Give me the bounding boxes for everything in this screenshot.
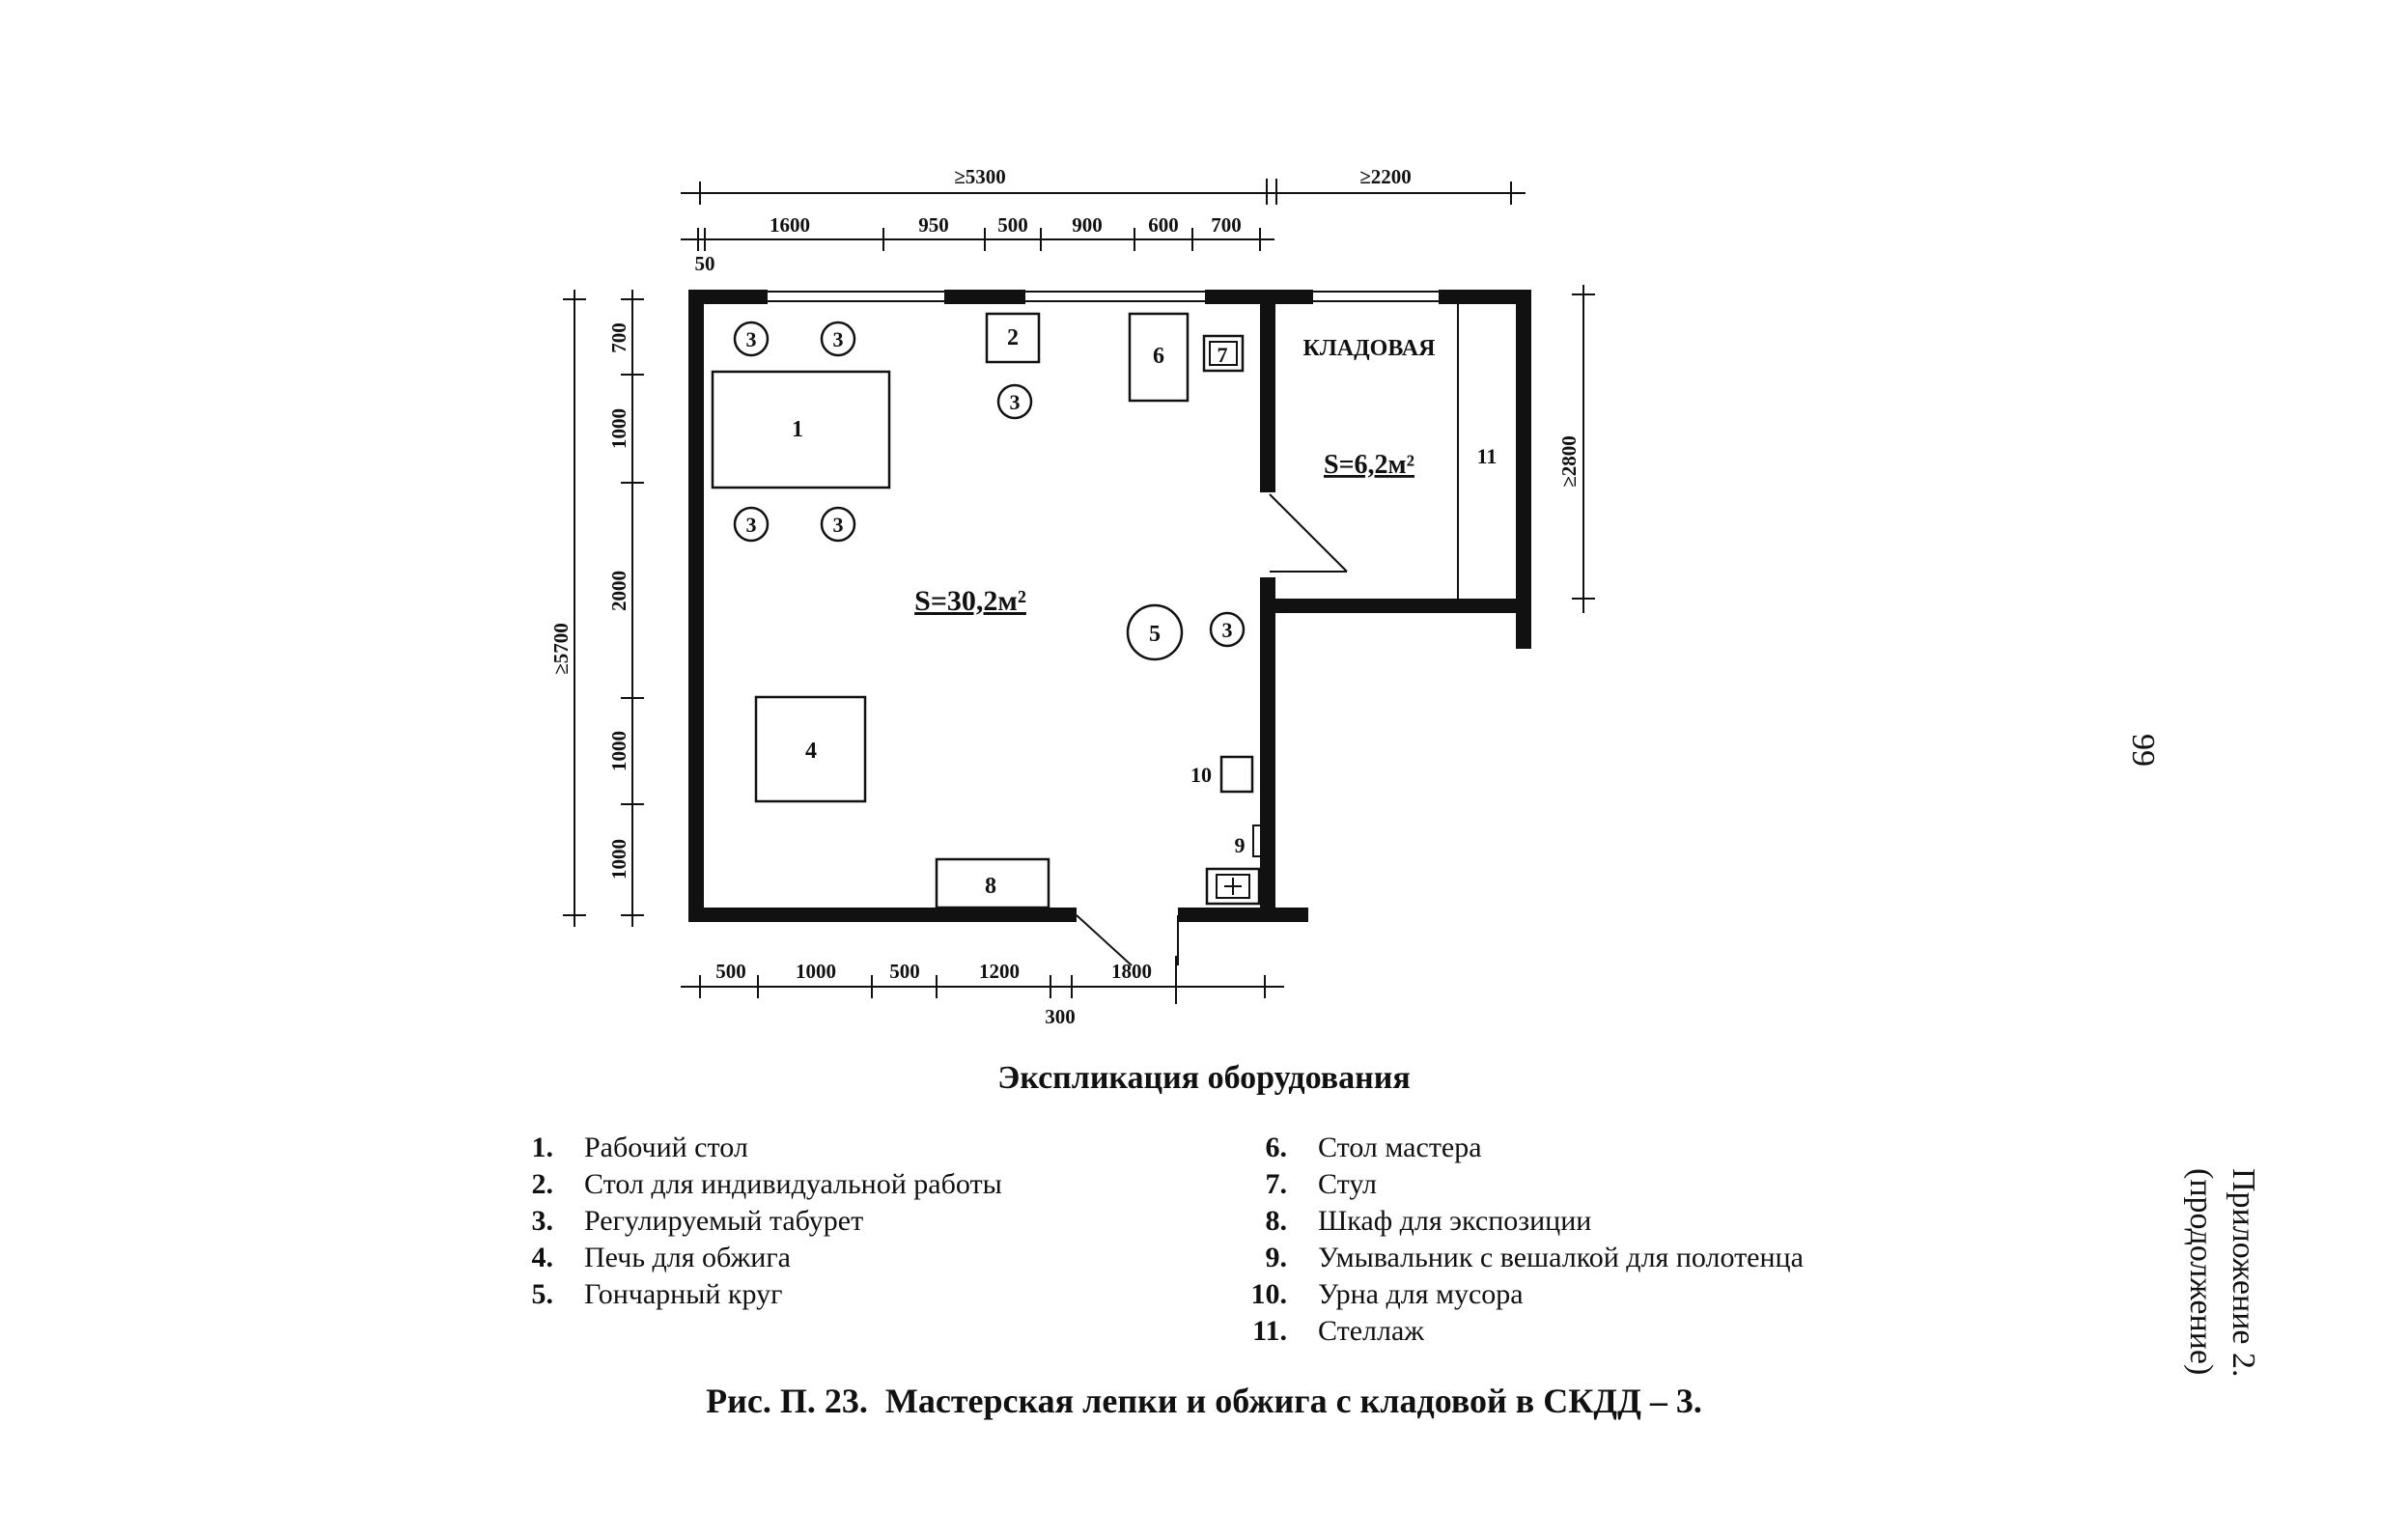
dim-right-storage: ≥2800	[1557, 435, 1581, 488]
svg-text:6: 6	[1153, 344, 1164, 369]
list-item: 8.Шкаф для экспозиции	[1265, 1205, 1592, 1237]
item-3-stool	[820, 321, 856, 357]
dim-bottom-seg-1: 500	[715, 960, 746, 983]
item-4-kiln	[754, 695, 867, 803]
svg-text:2: 2	[1007, 325, 1019, 350]
right-dimensions: ≥2800	[1557, 285, 1595, 613]
list-item: 3.Регулируемый табурет	[531, 1205, 864, 1237]
main-room-area-label: S=30,2м²	[914, 585, 1026, 617]
list-item: 5.Гончарный круг	[531, 1278, 783, 1310]
page-number: 99	[2125, 734, 2161, 767]
list-item: 11.Стеллаж	[1252, 1315, 1425, 1347]
item-11-shelving: 11	[1477, 444, 1498, 468]
item-3-stool	[820, 506, 856, 543]
svg-text:5: 5	[1149, 622, 1161, 647]
dim-top-seg-1: 1600	[770, 213, 810, 237]
item-3-stool	[733, 506, 770, 543]
figure-caption-text: Мастерская лепки и обжига с кладовой в С…	[884, 1382, 1702, 1420]
floor-plan: ≥5300 ≥2200 1600 950 500 900 600 700 50 …	[549, 165, 1595, 1028]
dim-left-seg-4: 1000	[607, 731, 630, 771]
list-item: 6.Стол мастера	[1265, 1132, 1482, 1163]
equipment: 1 2 3 3 3 3 3 3 4 5 6 7 8 9 10 11	[711, 312, 1498, 909]
list-item: 10.Урна для мусора	[1250, 1278, 1524, 1310]
appendix-label: Приложение 2. (продолжение)	[2183, 1168, 2261, 1378]
dim-left-seg-5: 1000	[607, 839, 630, 880]
list-item: 7.Стул	[1265, 1168, 1377, 1200]
svg-text:4: 4	[805, 739, 817, 764]
dim-bottom-seg-2: 1000	[796, 960, 836, 983]
svg-text:7: 7	[1218, 343, 1228, 367]
item-10-trash-bin	[1219, 755, 1254, 794]
item-2-individual-table	[985, 312, 1041, 364]
explication-list-left: 1.Рабочий стол 2.Стол для индивидуальной…	[492, 1130, 1002, 1313]
item-6-masters-table	[1128, 312, 1190, 403]
list-item: 2.Стол для индивидуальной работы	[531, 1168, 1002, 1200]
dim-top-seg-5: 600	[1148, 213, 1179, 237]
list-item: 1.Рабочий стол	[531, 1132, 748, 1163]
list-item: 9.Умывальник с вешалкой для полотенца	[1265, 1242, 1804, 1273]
item-5-potters-wheel	[1126, 603, 1184, 661]
top-dimensions: ≥5300 ≥2200 1600 950 500 900 600 700 50	[681, 165, 1526, 275]
svg-text:1: 1	[792, 417, 803, 442]
dim-bottom-offset: 300	[1045, 1005, 1076, 1028]
svg-text:10: 10	[1190, 763, 1212, 787]
figure-caption: Рис. П. 23. Мастерская лепки и обжига с к…	[0, 1381, 2408, 1421]
dim-top-total: ≥5300	[954, 165, 1006, 188]
dim-left-total: ≥5700	[549, 623, 573, 675]
svg-text:3: 3	[833, 513, 844, 537]
svg-text:9: 9	[1235, 833, 1246, 857]
dim-top-storage: ≥2200	[1359, 165, 1412, 188]
svg-text:3: 3	[1222, 618, 1233, 642]
dim-bottom-seg-3: 500	[889, 960, 920, 983]
item-3-stool	[1209, 611, 1246, 648]
walls	[688, 290, 1531, 966]
item-8-display-cabinet	[935, 857, 1050, 909]
svg-text:3: 3	[833, 327, 844, 351]
explication-list-right: 6.Стол мастера 7.Стул 8.Шкаф для экспози…	[1226, 1130, 1804, 1350]
bottom-dimensions: 500 1000 500 1200 1800 300	[681, 956, 1284, 1028]
dim-top-seg-3: 500	[997, 213, 1028, 237]
storage-area-label: S=6,2м²	[1324, 450, 1414, 480]
dim-left-seg-2: 1000	[607, 408, 630, 449]
dim-top-offset: 50	[695, 252, 715, 275]
list-item: 4.Печь для обжига	[531, 1242, 791, 1273]
dim-left-seg-1: 700	[607, 322, 630, 353]
dim-bottom-seg-5: 1800	[1111, 960, 1152, 983]
storage-room-label: КЛАДОВАЯ	[1303, 336, 1436, 361]
item-3-stool	[996, 383, 1033, 420]
svg-text:3: 3	[746, 327, 757, 351]
left-dimensions: ≥5700 700 1000 2000 1000 1000	[549, 290, 644, 927]
dim-top-seg-4: 900	[1072, 213, 1103, 237]
explication-title: Экспликация оборудования	[997, 1060, 1411, 1096]
svg-text:8: 8	[985, 874, 996, 899]
svg-text:3: 3	[1010, 390, 1021, 414]
item-3-stool	[733, 321, 770, 357]
dim-top-seg-6: 700	[1211, 213, 1242, 237]
dim-left-seg-3: 2000	[607, 571, 630, 611]
figure-caption-prefix: Рис. П. 23.	[706, 1382, 868, 1420]
dim-top-seg-2: 950	[918, 213, 949, 237]
svg-text:3: 3	[746, 513, 757, 537]
item-1-work-table	[711, 370, 891, 489]
dim-bottom-seg-4: 1200	[979, 960, 1020, 983]
item-9-towel-hanger	[1252, 824, 1262, 857]
